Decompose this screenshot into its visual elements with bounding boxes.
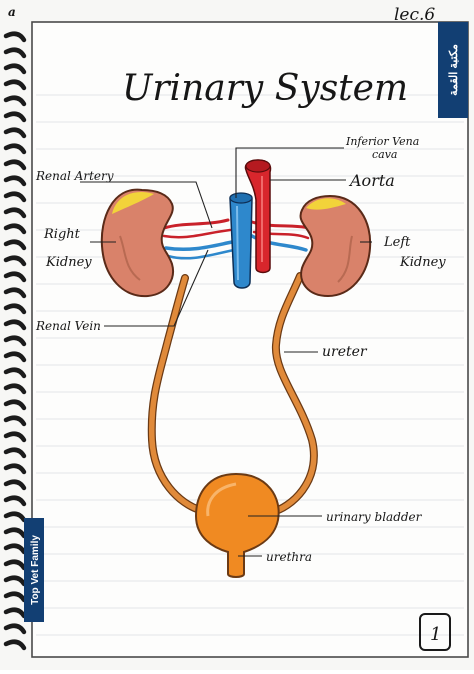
side-tab-top: مكتبة القمة xyxy=(438,22,468,118)
label-aorta: Aorta xyxy=(348,171,395,190)
label-urinary-bladder: urinary bladder xyxy=(326,510,423,524)
side-tab-bottom: Top Vet Family xyxy=(24,518,44,622)
label-right-kidney-2: Kidney xyxy=(45,255,92,270)
label-left-kidney-1: Left xyxy=(383,235,411,250)
lecture-number: lec.6 xyxy=(394,5,435,25)
side-tab-top-text: مكتبة القمة xyxy=(448,44,460,96)
label-inferior-vena-cava-2: cava xyxy=(372,148,398,161)
page-border xyxy=(31,21,469,658)
page-title: Urinary System xyxy=(122,68,408,109)
corner-mark: a xyxy=(8,5,16,19)
ureters xyxy=(147,272,318,516)
label-renal-vein: Renal Vein xyxy=(35,319,101,333)
label-urethra: urethra xyxy=(266,550,312,564)
page-number-box: 1 xyxy=(419,613,451,651)
ruled-lines xyxy=(36,94,464,636)
inferior-vena-cava xyxy=(229,192,253,289)
spiral-binding xyxy=(3,31,27,651)
label-inferior-vena-cava-1: Inferior Vena xyxy=(345,135,419,148)
leader-lines xyxy=(80,147,372,557)
label-right-kidney-1: Right xyxy=(43,227,81,242)
urinary-bladder xyxy=(194,472,280,578)
label-ureter: ureter xyxy=(322,344,368,360)
left-kidney xyxy=(299,194,372,298)
right-kidney xyxy=(100,188,174,298)
page-number: 1 xyxy=(430,624,441,645)
side-tab-bottom-text: Top Vet Family xyxy=(30,535,41,605)
label-left-kidney-2: Kidney xyxy=(399,255,446,270)
label-renal-artery: Renal Artery xyxy=(35,169,114,183)
aorta xyxy=(244,159,272,274)
